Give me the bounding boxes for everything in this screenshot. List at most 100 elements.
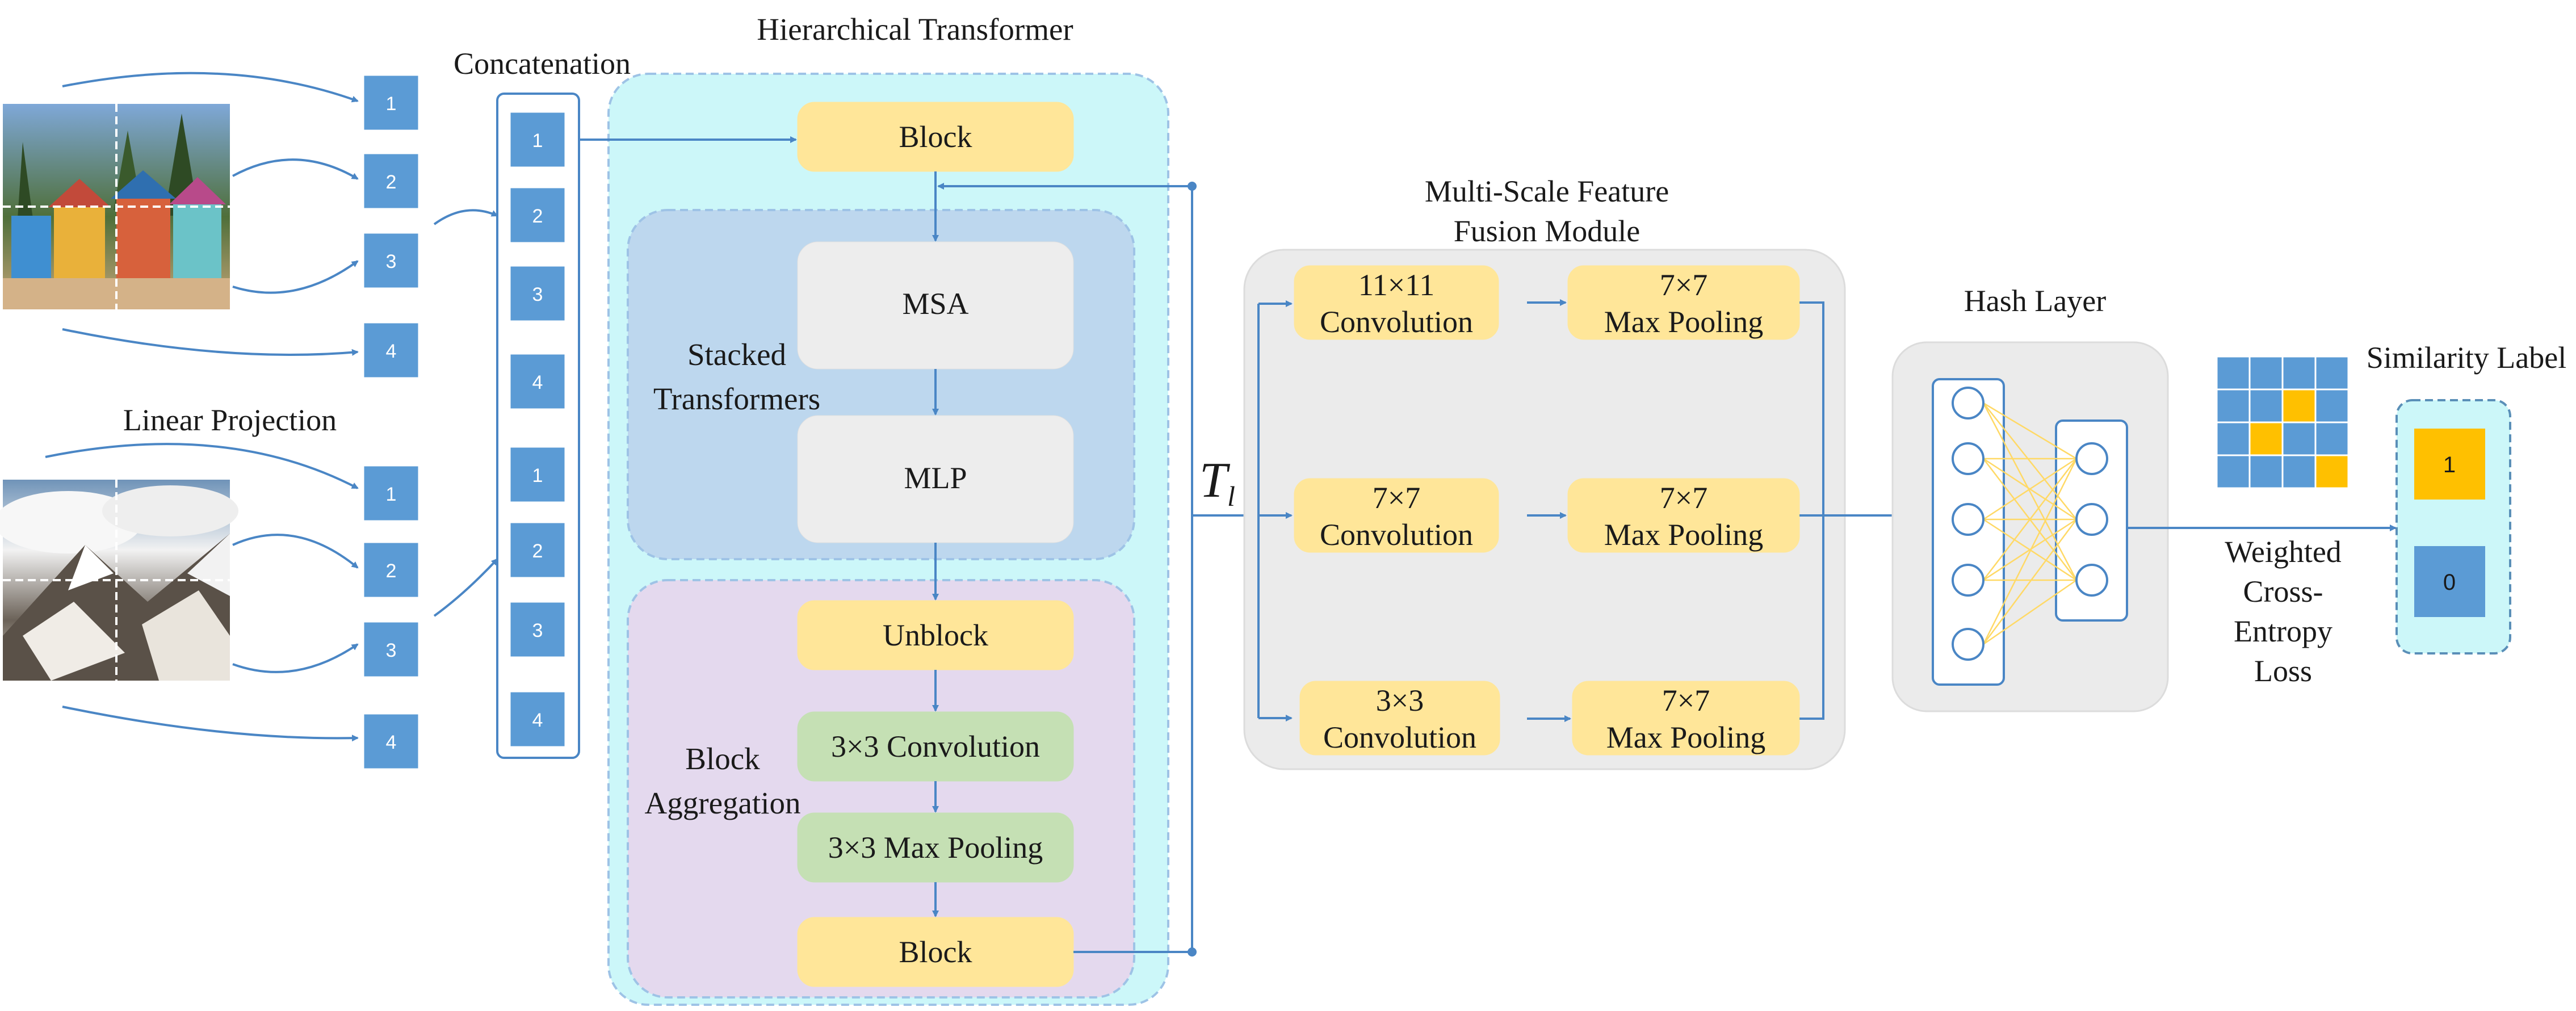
similarity-cell [2314, 388, 2350, 423]
hierarchical-transformer-title: Hierarchical Transformer [757, 12, 1073, 47]
conv11-label-line2: Convolution [1320, 305, 1473, 339]
msff-title-line2: Fusion Module [1454, 214, 1641, 248]
patch-number: 3 [532, 620, 543, 641]
linear-projection-label: Linear Projection [123, 403, 337, 437]
similarity-cell [2216, 454, 2251, 489]
similarity-cell [2314, 421, 2350, 456]
block-label-top: Block [899, 120, 972, 154]
hash-connection [1983, 402, 2077, 520]
concatenated-patches: 1 2 3 4 1 2 3 4 [509, 111, 567, 748]
hash-connection [1983, 458, 2077, 521]
patch-number: 2 [532, 205, 543, 227]
conv11-label-line1: 11×11 [1358, 268, 1434, 302]
msff-title-line1: Multi-Scale Feature [1425, 174, 1669, 208]
patch-box [362, 321, 420, 379]
similarity-cell [2281, 454, 2317, 489]
mlp-label: MLP [904, 461, 967, 495]
patch-number: 4 [532, 710, 543, 731]
hash-neuron [1952, 442, 1985, 475]
concatenation-container [496, 93, 580, 759]
patch-box [509, 186, 567, 244]
hash-connection [1983, 402, 2077, 460]
patch-box [362, 232, 420, 290]
hash-neuron [1952, 564, 1985, 597]
stacked-transformers-label-line2: Transformers [653, 381, 820, 416]
patch-box [509, 111, 567, 169]
patch-number: 1 [386, 93, 397, 115]
recurrence-loop [937, 182, 1197, 957]
patch-box [362, 152, 420, 210]
patch-column-bottom: 1 2 3 4 [362, 464, 420, 770]
maxpool3-label: 3×3 Max Pooling [828, 830, 1043, 865]
similarity-cell [2314, 355, 2350, 391]
patch-box [509, 265, 567, 322]
patch-box [509, 353, 567, 410]
similarity-cell [2281, 388, 2317, 423]
hash-connections [1982, 402, 2078, 645]
similarity-cell [2248, 421, 2284, 456]
patch-arrows-top [62, 72, 359, 356]
patch-box [362, 620, 420, 678]
conv7-label-line1: 7×7 [1373, 481, 1420, 515]
similarity-matrix [2216, 355, 2350, 489]
conv3-fusion-label-line1: 3×3 [1376, 683, 1424, 718]
conv7-box [1294, 478, 1499, 553]
block-aggregation-label-line1: Block [685, 741, 760, 776]
hash-neuron [1952, 387, 1985, 419]
patch-arrows-bottom [45, 443, 359, 742]
concatenation-label: Concatenation [454, 47, 631, 81]
patch-box [509, 601, 567, 658]
loss-label-line4: Loss [2254, 654, 2312, 688]
positive-label-value: 1 [2443, 452, 2456, 477]
msff-branch-lines [1257, 300, 1293, 721]
maxpool7-label-line1: 7×7 [1660, 481, 1707, 515]
patch-box [362, 464, 420, 522]
similarity-cell [2216, 421, 2251, 456]
conv7-label-line2: Convolution [1320, 518, 1473, 552]
hash-connection [1982, 402, 2078, 581]
hash-neuron [1952, 503, 1985, 536]
similarity-cell [2314, 454, 2350, 489]
hash-neurons [1952, 387, 2108, 661]
similarity-cell [2248, 355, 2284, 391]
patch-number: 1 [386, 484, 397, 505]
block-aggregation-label-line2: Aggregation [645, 786, 801, 820]
stacked-transformers-label-line1: Stacked [687, 337, 786, 372]
conv3-fusion-box [1299, 681, 1500, 756]
hash-connection [1983, 579, 2077, 645]
hash-connection [1982, 519, 2078, 645]
hash-connection [1983, 458, 2077, 581]
patch-box [509, 446, 567, 504]
patch-number: 2 [386, 560, 397, 582]
patch-number: 4 [386, 732, 397, 753]
maxpool7-label-line2: Max Pooling [1604, 305, 1764, 339]
patch-number: 2 [386, 171, 397, 193]
loss-label-line3: Entropy [2234, 614, 2332, 648]
conv3-fusion-label-line2: Convolution [1323, 720, 1476, 754]
patch-column-top: 1 2 3 4 [362, 74, 420, 379]
patch-box [509, 690, 567, 748]
loss-label-line2: Cross- [2243, 574, 2323, 609]
similarity-cell [2216, 355, 2251, 391]
patch-number: 3 [386, 640, 397, 661]
maxpool7-label-line1: 7×7 [1660, 268, 1707, 302]
hash-connection [1983, 518, 2077, 581]
patch-box [362, 541, 420, 599]
conv3-label: 3×3 Convolution [831, 729, 1040, 764]
msff-row-1: 11×11 Convolution 7×7 Max Pooling [1294, 265, 1800, 340]
patch-number: 1 [532, 130, 543, 152]
similarity-cell [2248, 454, 2284, 489]
maxpool7-label-line2: Max Pooling [1606, 720, 1766, 754]
patch-number: 3 [532, 284, 543, 305]
patch-number: 1 [532, 465, 543, 486]
negative-label-box [2414, 546, 2485, 617]
negative-label-value: 0 [2443, 570, 2456, 595]
maxpool7-label-line2: Max Pooling [1604, 518, 1764, 552]
maxpool7-label-line1: 7×7 [1662, 683, 1710, 718]
similarity-label-title: Similarity Label [2367, 341, 2566, 375]
unblock-label: Unblock [883, 618, 988, 652]
patch-number: 4 [532, 372, 543, 393]
msa-label: MSA [902, 287, 968, 321]
loss-label-line1: Weighted [2225, 535, 2342, 569]
